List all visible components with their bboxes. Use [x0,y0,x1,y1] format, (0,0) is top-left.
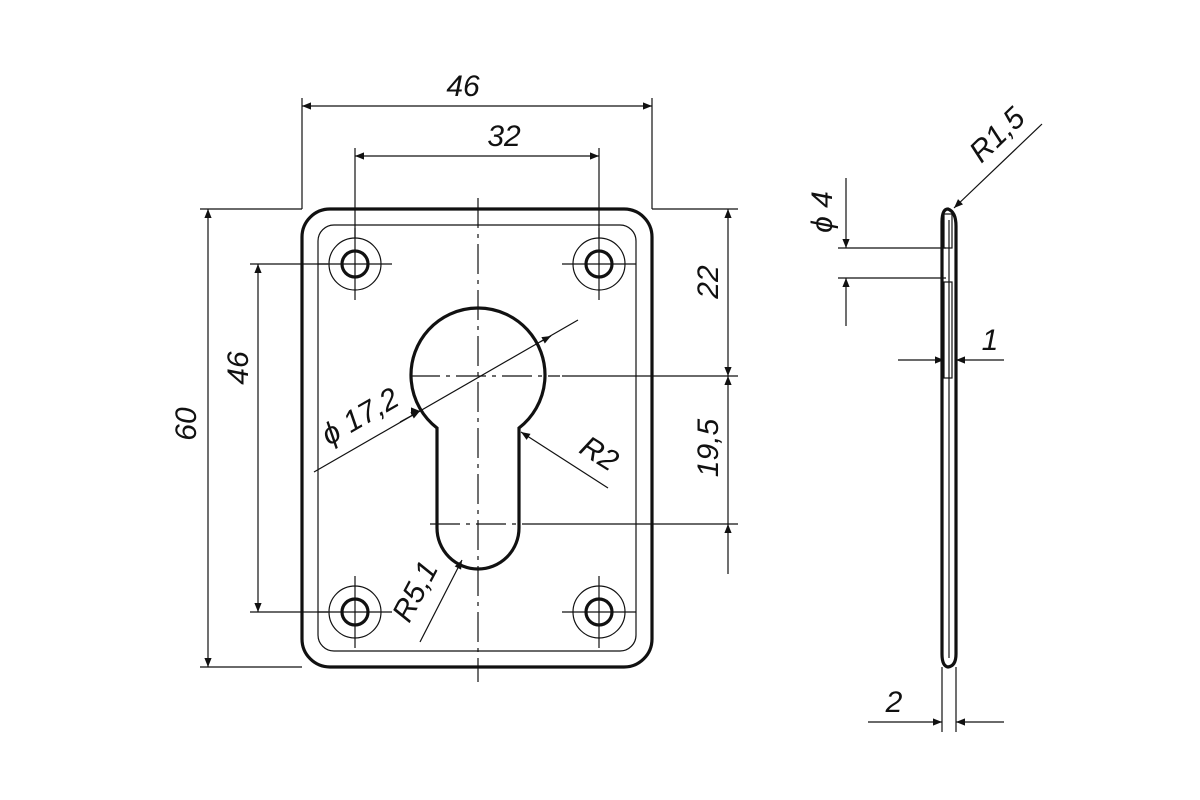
mounting-hole-top-right [562,228,636,300]
dim-hole-diameter-4: ϕ 4 [806,191,839,233]
mounting-hole-bottom-right [562,576,636,648]
keyhole-cutout [409,306,547,571]
plate-side-view [940,207,958,669]
side-section-hole [943,281,953,379]
side-profile [940,207,958,669]
dim-radius-r5-1: R5,1 [386,556,445,627]
dim-thickness-2: 2 [885,686,903,719]
side-section-top [943,213,953,249]
dim-thickness-1: 1 [982,324,999,357]
dim-offset-19-5: 19,5 [692,418,725,477]
dim-radius-r1-5: R1,5 [963,101,1032,169]
plate-front-view [300,198,654,682]
mounting-hole-bottom-left [318,576,392,648]
mounting-hole-top-left [318,228,392,300]
dim-diameter-17-2: ϕ 17,2 [316,381,405,451]
dim-width-46: 46 [446,70,480,103]
plate-outline [300,207,654,669]
dim-height-60: 60 [170,407,203,441]
plate-bevel-outline [317,224,637,652]
dimension-lines [200,98,738,668]
dim-offset-22: 22 [692,265,725,300]
side-dimension-lines [838,123,1043,732]
dim-height-46: 46 [222,351,255,385]
center-lines [410,198,560,682]
dim-width-32: 32 [487,120,521,153]
